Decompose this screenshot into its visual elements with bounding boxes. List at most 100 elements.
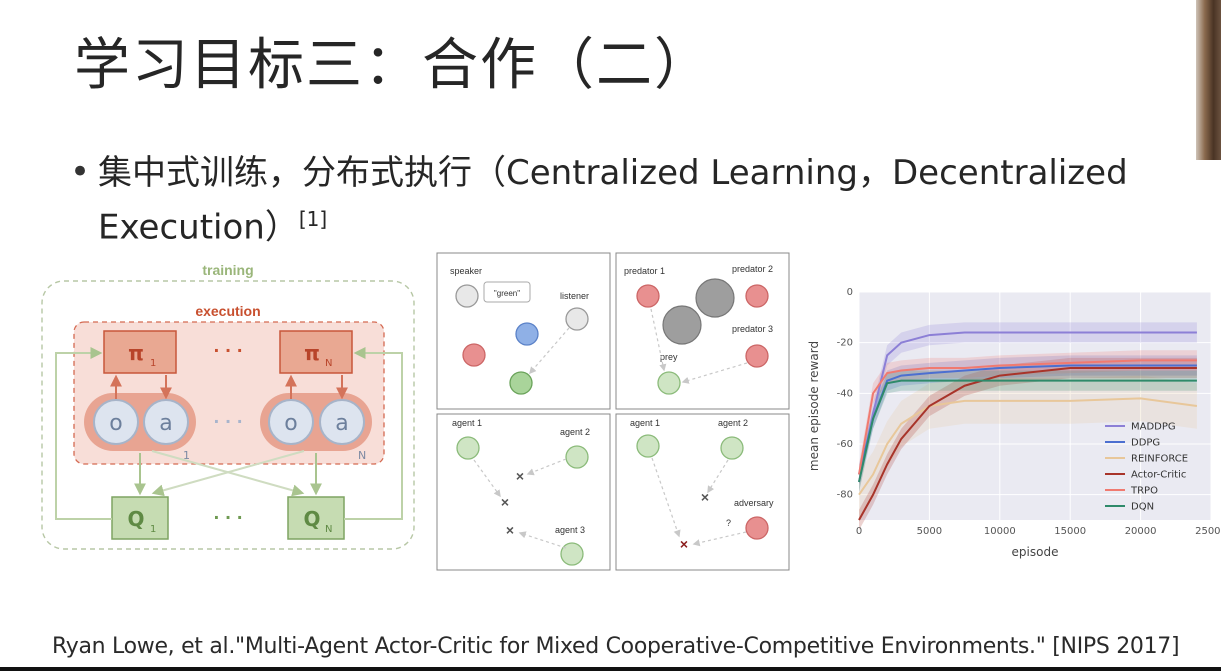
- policy-ellipsis: · · ·: [213, 341, 242, 360]
- agent-n-act-label: a: [335, 411, 348, 436]
- reward-chart: 0-20-40-60-800500010000150002000025000 e…: [807, 287, 1221, 559]
- p2-obstacle-2: [662, 305, 702, 345]
- bullet-reference: [1]: [298, 207, 328, 231]
- x-tick-label: 0: [856, 526, 862, 537]
- training-boundary: [41, 280, 415, 550]
- policy-n-label: π: [304, 341, 320, 365]
- p4-agent-2: [720, 436, 744, 460]
- p4-landmark-fake: ×: [701, 489, 709, 505]
- p2-prey-label: prey: [660, 352, 678, 362]
- critic-n-box: [287, 496, 345, 540]
- series-line: [858, 359, 1197, 475]
- y-tick-label: 0: [847, 287, 853, 298]
- bottom-border: [0, 667, 1221, 671]
- policy-1-sub: 1: [150, 358, 156, 369]
- y-tick-label: -40: [837, 388, 853, 399]
- p2-prey: [657, 371, 681, 395]
- critic-1-label: Q: [127, 507, 144, 531]
- policy-1-label: π: [128, 341, 144, 365]
- p2-predator2-label: predator 2: [732, 264, 773, 274]
- agent-n-action: [319, 399, 365, 445]
- x-tick-label: 15000: [1054, 526, 1086, 537]
- y-axis-label: mean episode reward: [807, 341, 821, 471]
- p2-predator1-label: predator 1: [624, 266, 665, 276]
- p4-adversary: [745, 516, 769, 540]
- p4-agent-1: [636, 434, 660, 458]
- policy-n-box: [279, 330, 353, 374]
- env-panel-2: [615, 252, 790, 410]
- legend-label: Actor-Critic: [1131, 470, 1186, 481]
- agent-1-obs-label: o: [109, 411, 122, 436]
- execution-label: execution: [195, 303, 260, 319]
- critic-1-box: [111, 496, 169, 540]
- agent-n-observation: [268, 399, 314, 445]
- legend-label: TRPO: [1130, 486, 1158, 497]
- p1-listener-label: listener: [560, 291, 589, 301]
- p1-landmark-green: [509, 371, 533, 395]
- slide-title: 学习目标三：合作（二）: [74, 33, 712, 98]
- p4-agent2-label: agent 2: [718, 418, 748, 428]
- agent-n-obs-label: o: [284, 411, 297, 436]
- p1-speaker-label: speaker: [450, 266, 482, 276]
- p3-agent-2: [565, 445, 589, 469]
- p3-landmark-3: ×: [506, 522, 514, 538]
- critic-ellipsis: · · ·: [213, 508, 242, 527]
- policy-n-sub: N: [325, 358, 332, 369]
- p3-agent3-label: agent 3: [555, 525, 585, 535]
- p4-landmark-target: ×: [680, 536, 688, 552]
- bullet-icon: •: [70, 152, 91, 192]
- p4-question: ?: [726, 518, 731, 528]
- legend-label: DDPG: [1131, 438, 1160, 449]
- x-tick-label: 5000: [917, 526, 942, 537]
- speaker-video-thumbnail: [1196, 0, 1221, 160]
- x-axis-label: episode: [1012, 545, 1059, 559]
- p3-landmark-2: ×: [501, 494, 509, 510]
- p3-agent-1: [456, 436, 480, 460]
- legend-label: MADDPG: [1131, 422, 1176, 433]
- legend-label: DQN: [1131, 502, 1154, 513]
- bullet-text: 集中式训练，分布式执行（Centralized Learning，Decentr…: [98, 153, 1128, 248]
- p1-landmark-red: [462, 343, 486, 367]
- p1-message: "green": [494, 289, 520, 298]
- p3-agent-3: [560, 542, 584, 566]
- p3-landmark-1: ×: [516, 468, 524, 484]
- p1-landmark-blue: [515, 322, 539, 346]
- series-band: [859, 357, 1197, 531]
- critic-n-sub: N: [325, 524, 332, 535]
- series-band: [859, 322, 1197, 493]
- y-tick-label: -20: [837, 338, 853, 349]
- p1-listener-agent: [565, 307, 589, 331]
- citation: Ryan Lowe, et al."Multi-Agent Actor-Crit…: [52, 634, 1180, 659]
- y-tick-label: -80: [837, 490, 853, 501]
- series-band: [859, 350, 1197, 485]
- architecture-diagram: training execution π 1 π N · · · o a 1 o…: [41, 262, 415, 550]
- p2-predator3-label: predator 3: [732, 324, 773, 334]
- p4-adversary-label: adversary: [734, 498, 774, 508]
- p2-predator-1: [636, 284, 660, 308]
- x-tick-label: 25000: [1195, 526, 1221, 537]
- policy-1-box: [103, 330, 177, 374]
- p1-speaker-agent: [455, 284, 479, 308]
- plot-area: [859, 292, 1211, 520]
- p4-agent1-label: agent 1: [630, 418, 660, 428]
- p2-predator-2: [745, 284, 769, 308]
- y-tick-label: -60: [837, 439, 853, 450]
- series-line: [858, 367, 1197, 521]
- training-label: training: [202, 262, 253, 278]
- legend-label: REINFORCE: [1131, 454, 1188, 465]
- p3-agent1-label: agent 1: [452, 418, 482, 428]
- series-band: [859, 375, 1197, 518]
- agent-1-act-label: a: [159, 411, 172, 436]
- agent-ellipsis: · · ·: [213, 412, 242, 431]
- critic-1-sub: 1: [150, 524, 156, 535]
- series-line: [858, 379, 1197, 483]
- env-panel-3: [436, 413, 611, 571]
- p2-obstacle-1: [695, 278, 735, 318]
- environment-panels: speaker "green" listener predator 1 pred…: [436, 252, 790, 571]
- x-tick-label: 20000: [1125, 526, 1157, 537]
- agent-n-index: N: [358, 449, 366, 462]
- p3-agent2-label: agent 2: [560, 427, 590, 437]
- critic-n-label: Q: [303, 507, 320, 531]
- series-line: [858, 397, 1198, 496]
- bullet-point: 集中式训练，分布式执行（Centralized Learning，Decentr…: [98, 150, 1158, 250]
